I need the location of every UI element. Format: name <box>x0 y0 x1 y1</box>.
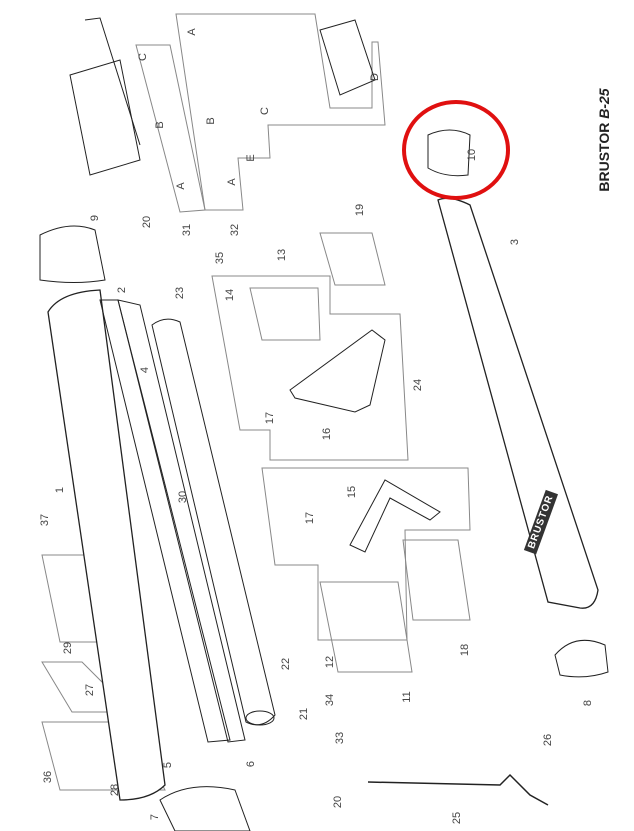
callout-5: 5 <box>162 761 174 769</box>
top-profile-rail <box>84 17 141 146</box>
callout-31: 31 <box>181 223 193 237</box>
callout-33: 33 <box>334 731 346 745</box>
group-box-18 <box>402 539 471 621</box>
callout-d: D <box>369 73 381 81</box>
front-profile-1 <box>47 289 166 801</box>
crank-rod-25 <box>367 773 549 806</box>
callout-b-31: B <box>154 121 166 129</box>
callout-e-32: E <box>245 154 257 162</box>
roller-tube-end <box>245 710 275 726</box>
callout-30: 30 <box>177 490 189 504</box>
callout-11: 11 <box>401 691 413 703</box>
callout-21: 21 <box>298 707 310 721</box>
callout-34: 34 <box>324 693 336 707</box>
group-box-32 <box>175 13 386 211</box>
callout-24: 24 <box>412 378 424 392</box>
callout-17a: 17 <box>264 411 276 425</box>
profile-2 <box>99 299 231 743</box>
callout-10: 10 <box>466 148 478 162</box>
callout-19: 19 <box>354 203 366 217</box>
group-box-34 <box>261 467 471 641</box>
callout-32: 32 <box>229 223 241 237</box>
callout-12: 12 <box>324 655 336 669</box>
callout-7: 7 <box>149 813 161 821</box>
group-box-35 <box>211 275 409 461</box>
arm-16 <box>289 329 386 413</box>
brand-name: BRUSTOR <box>596 122 612 192</box>
callout-15: 15 <box>346 485 358 499</box>
callout-36: 36 <box>42 770 54 784</box>
callout-25: 25 <box>451 811 463 825</box>
callout-a-top: A <box>186 28 198 36</box>
highlight-circle-part-10 <box>402 100 510 200</box>
top-rail-d <box>319 19 376 96</box>
callout-28: 28 <box>109 783 121 797</box>
callout-3: 3 <box>509 238 521 246</box>
callout-a-31: A <box>175 182 187 190</box>
callout-16: 16 <box>321 427 333 441</box>
callout-c-32: C <box>259 107 271 115</box>
callout-1: 1 <box>54 486 66 494</box>
callout-14: 14 <box>224 288 236 302</box>
end-cap-8 <box>554 639 609 678</box>
callout-29: 29 <box>62 641 74 655</box>
callout-18: 18 <box>459 643 471 657</box>
callout-4: 4 <box>139 366 151 374</box>
callout-13: 13 <box>276 248 288 262</box>
end-cap-9 <box>39 225 106 283</box>
callout-23: 23 <box>174 286 186 300</box>
group-box-13 <box>249 287 321 341</box>
callout-6: 6 <box>245 760 257 768</box>
callout-17b: 17 <box>304 511 316 525</box>
callout-20a: 20 <box>141 215 153 229</box>
callout-22: 22 <box>280 657 292 671</box>
group-box-11 <box>319 581 413 673</box>
end-cap-10 <box>427 129 471 177</box>
callout-27: 27 <box>84 683 96 697</box>
callout-a-32: A <box>226 178 238 186</box>
callout-b-32: B <box>205 117 217 125</box>
top-profile-assembly <box>69 59 141 176</box>
callout-26: 26 <box>542 733 554 747</box>
callout-2: 2 <box>116 286 128 294</box>
group-box-31 <box>135 44 206 213</box>
callout-20b: 20 <box>332 795 344 809</box>
end-cap-7 <box>159 786 251 831</box>
callout-9: 9 <box>89 214 101 222</box>
callout-8: 8 <box>582 699 594 707</box>
profile-3 <box>437 197 599 609</box>
profile-30 <box>117 299 246 743</box>
callout-37: 37 <box>39 513 51 527</box>
arm-15 <box>349 479 441 553</box>
group-box-36 <box>41 721 166 791</box>
group-box-19 <box>319 232 386 286</box>
diagram-title: BRUSTOR B-25 <box>596 88 612 191</box>
roller-tube-4 <box>151 318 276 726</box>
callout-c-31: C <box>137 53 149 61</box>
model-name: B-25 <box>596 88 612 119</box>
callout-35: 35 <box>214 251 226 265</box>
